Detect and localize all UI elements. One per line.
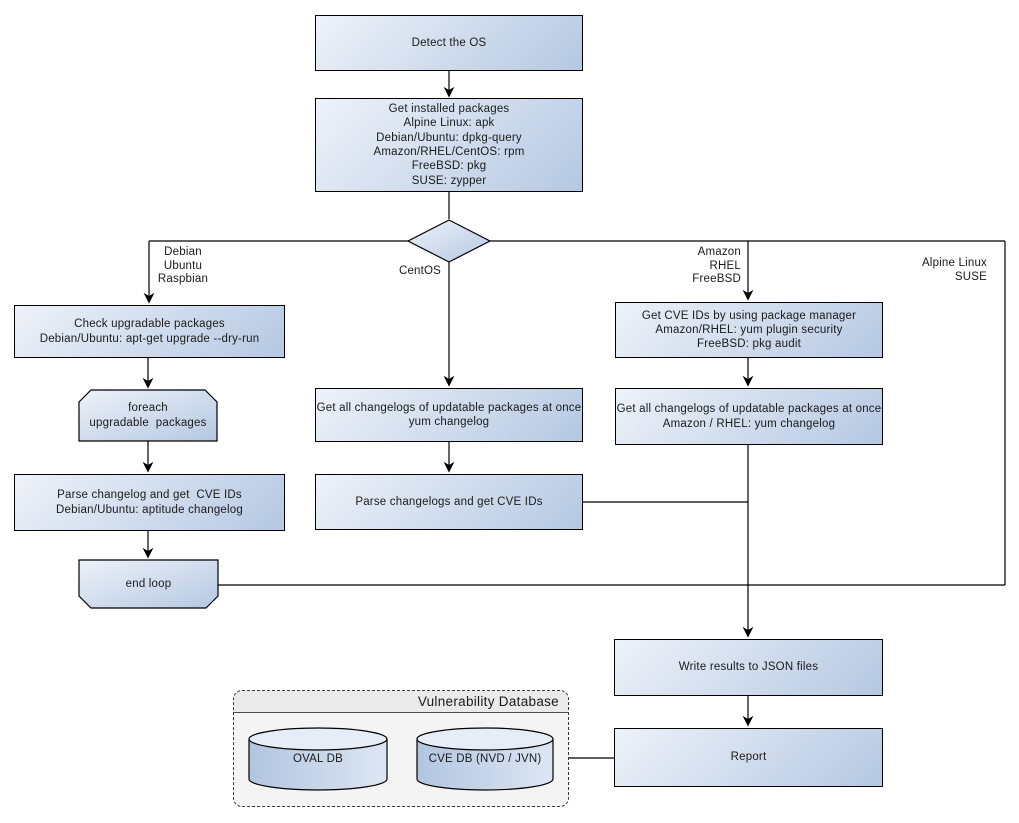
branch-label-alpine: Alpine Linux SUSE bbox=[921, 257, 987, 283]
cve-db-label: CVE DB (NVD / JVN) bbox=[428, 753, 542, 765]
node-detect-os: Detect the OS bbox=[315, 15, 583, 71]
node-parse-changelog-debian: Parse changelog and get CVE IDs Debian/U… bbox=[14, 474, 285, 531]
vulnerability-database-title: Vulnerability Database bbox=[417, 694, 559, 709]
node-centos-parse-changelogs: Parse changelogs and get CVE IDs bbox=[315, 474, 583, 530]
node-amazon-get-changelogs: Get all changelogs of updatable packages… bbox=[615, 388, 883, 445]
node-get-cve-ids-package-manager: Get CVE IDs by using package manager Ama… bbox=[615, 302, 883, 358]
os-decision-diamond bbox=[406, 219, 492, 263]
node-write-results-json: Write results to JSON files bbox=[614, 639, 883, 696]
node-check-upgradable-packages: Check upgradable packages Debian/Ubuntu:… bbox=[14, 305, 285, 358]
branch-label-amazon: Amazon RHEL FreeBSD bbox=[692, 246, 741, 285]
end-loop-label: end loop bbox=[125, 577, 172, 590]
vulnerability-database-header: Vulnerability Database bbox=[234, 691, 568, 713]
node-report: Report bbox=[614, 728, 883, 787]
node-centos-get-changelogs: Get all changelogs of updatable packages… bbox=[315, 388, 583, 442]
foreach-loop-label: foreach upgradable packages bbox=[89, 402, 207, 429]
node-get-installed-packages: Get installed packages Alpine Linux: apk… bbox=[315, 98, 583, 192]
branch-label-centos: CentOS bbox=[398, 265, 442, 277]
branch-label-debian: Debian Ubuntu Raspbian bbox=[157, 246, 209, 285]
vulnerability-database-container: Vulnerability Database bbox=[233, 690, 569, 807]
oval-db-label: OVAL DB bbox=[293, 753, 343, 765]
